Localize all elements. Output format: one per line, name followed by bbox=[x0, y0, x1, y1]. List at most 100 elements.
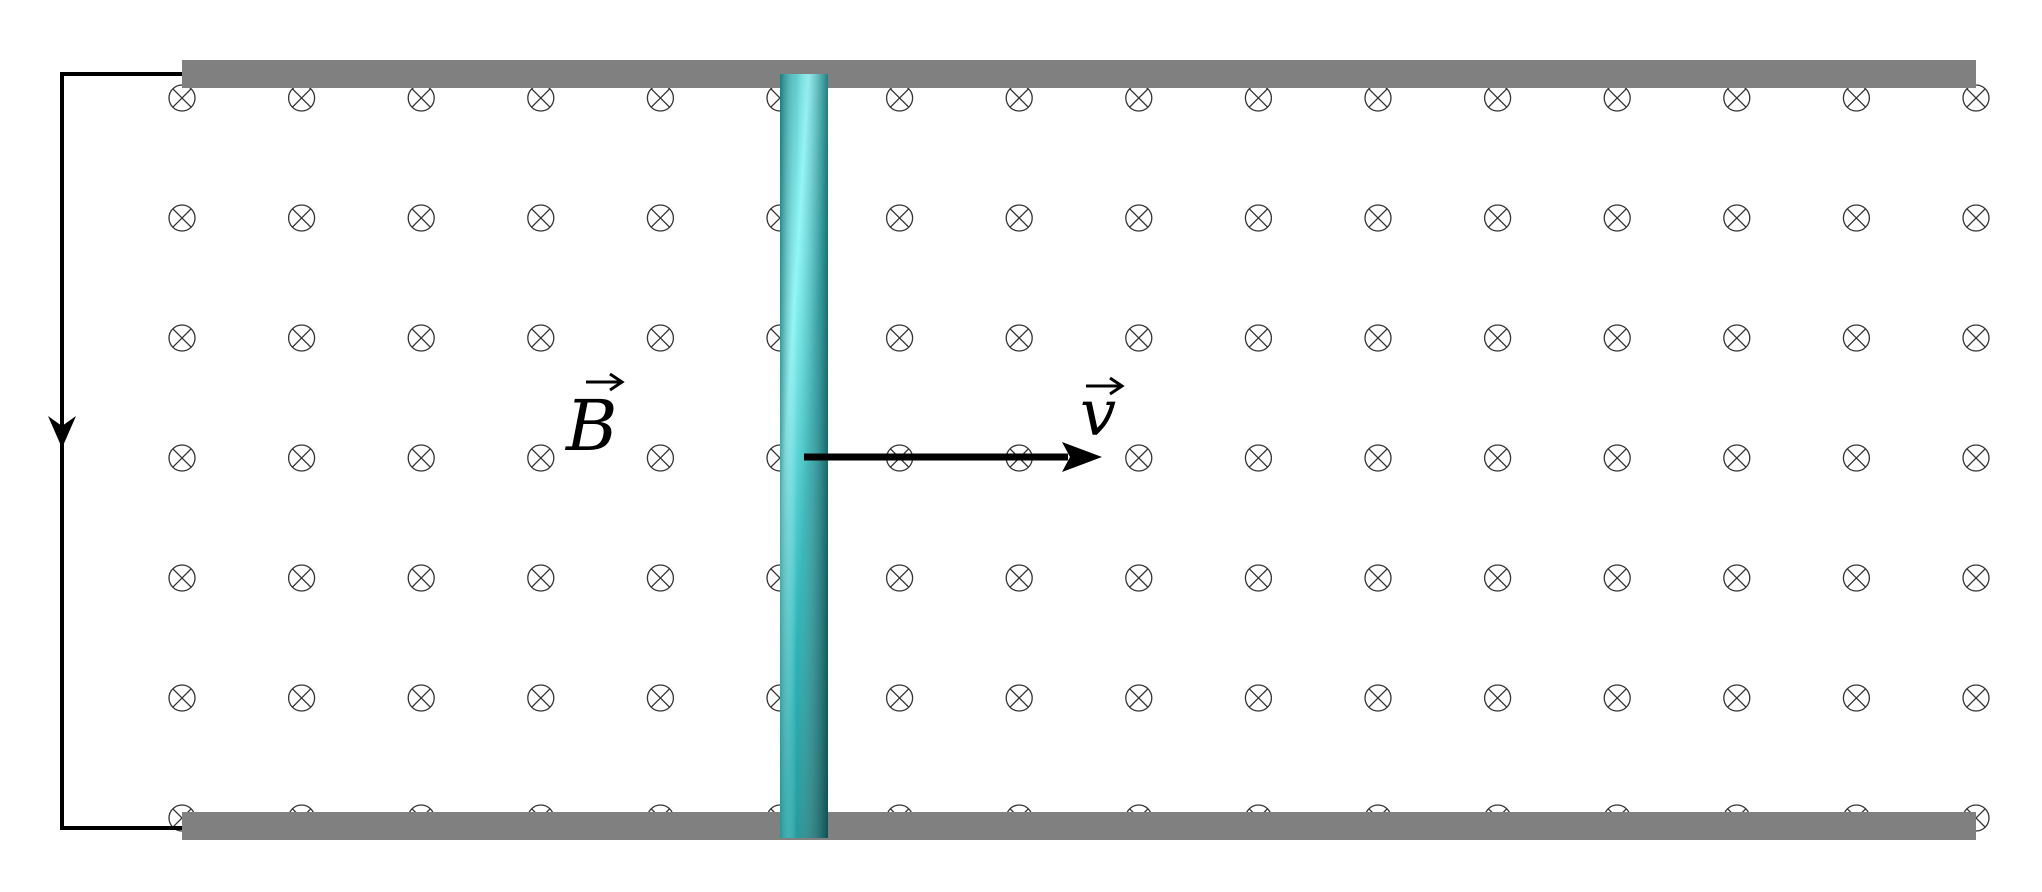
field-into-page-icon bbox=[407, 204, 435, 232]
field-into-page-icon bbox=[1244, 564, 1273, 592]
field-label: B bbox=[564, 385, 617, 467]
field-into-page-icon bbox=[1364, 564, 1392, 592]
field-into-page-icon bbox=[1244, 84, 1273, 112]
field-into-page-icon bbox=[1483, 564, 1512, 592]
field-into-page-icon bbox=[1723, 564, 1751, 592]
field-into-page-icon bbox=[1723, 324, 1751, 352]
field-into-page-icon bbox=[1723, 444, 1751, 472]
field-into-page-icon bbox=[1125, 444, 1153, 472]
field-into-page-icon bbox=[1125, 564, 1153, 592]
field-into-page-icon bbox=[527, 564, 555, 592]
velocity-label: v bbox=[1080, 377, 1116, 451]
field-into-page-icon bbox=[1005, 324, 1033, 352]
field-into-page-icon bbox=[1483, 324, 1512, 352]
field-into-page-icon bbox=[1842, 444, 1871, 472]
field-into-page-icon bbox=[168, 564, 196, 592]
field-into-page-icon bbox=[1005, 684, 1033, 712]
bottom-rail bbox=[182, 812, 1976, 840]
field-into-page-icon bbox=[1962, 684, 1990, 712]
field-into-page-icon bbox=[527, 204, 555, 232]
velocity-arrowhead-icon bbox=[1062, 442, 1102, 472]
field-into-page-icon bbox=[1962, 84, 1990, 112]
field-into-page-icon bbox=[885, 84, 914, 112]
field-into-page-icon bbox=[1364, 324, 1392, 352]
field-into-page-icon bbox=[1962, 564, 1990, 592]
field-into-page-icon bbox=[407, 684, 435, 712]
field-into-page-icon bbox=[1483, 444, 1512, 472]
field-into-page-icon bbox=[1842, 324, 1871, 352]
velocity-vector bbox=[804, 442, 1102, 472]
field-into-page-icon bbox=[1962, 324, 1990, 352]
field-into-page-icon bbox=[527, 324, 555, 352]
field-into-page-icon bbox=[1125, 84, 1153, 112]
field-into-page-icon bbox=[1483, 204, 1512, 232]
field-into-page-icon bbox=[1244, 444, 1273, 472]
velocity-label-group: v bbox=[1080, 376, 1125, 451]
field-into-page-icon bbox=[1842, 204, 1871, 232]
field-into-page-icon bbox=[168, 84, 196, 112]
field-into-page-icon bbox=[1364, 684, 1392, 712]
field-into-page-icon bbox=[1842, 84, 1871, 112]
field-into-page-icon bbox=[1364, 204, 1392, 232]
field-into-page-icon bbox=[1483, 684, 1512, 712]
field-into-page-icon bbox=[1603, 84, 1631, 112]
field-into-page-icon bbox=[1244, 684, 1273, 712]
field-into-page-icon bbox=[1603, 564, 1631, 592]
field-into-page-icon bbox=[1244, 204, 1273, 232]
top-rail bbox=[182, 60, 1976, 88]
current-direction-arrow-icon bbox=[48, 416, 76, 448]
field-into-page-icon bbox=[1603, 684, 1631, 712]
field-into-page-icon bbox=[646, 444, 675, 472]
field-vector-arrow-icon bbox=[586, 372, 625, 392]
field-into-page-icon bbox=[527, 84, 555, 112]
return-wire bbox=[48, 72, 182, 830]
field-into-page-icon bbox=[407, 324, 435, 352]
field-into-page-icon bbox=[1244, 324, 1273, 352]
field-into-page-icon bbox=[1005, 204, 1033, 232]
field-into-page-icon bbox=[1723, 84, 1751, 112]
field-into-page-icon bbox=[1125, 684, 1153, 712]
velocity-vector-arrow-icon bbox=[1086, 376, 1125, 396]
field-into-page-icon bbox=[168, 684, 196, 712]
field-into-page-icon bbox=[885, 324, 914, 352]
field-into-page-icon bbox=[1603, 204, 1631, 232]
field-into-page-icon bbox=[646, 204, 675, 232]
field-into-page-icon bbox=[1603, 324, 1631, 352]
field-into-page-icon bbox=[1005, 564, 1033, 592]
field-into-page-icon bbox=[1364, 84, 1392, 112]
field-into-page-icon bbox=[287, 204, 316, 232]
field-into-page-icon bbox=[646, 324, 675, 352]
field-into-page-icon bbox=[1125, 204, 1153, 232]
field-into-page-icon bbox=[407, 84, 435, 112]
field-into-page-icon bbox=[527, 684, 555, 712]
field-into-page-icon bbox=[168, 444, 196, 472]
field-into-page-icon bbox=[1962, 204, 1990, 232]
field-into-page-icon bbox=[1005, 84, 1033, 112]
field-into-page-icon bbox=[1962, 444, 1990, 472]
field-into-page-icon bbox=[1125, 324, 1153, 352]
field-into-page-icon bbox=[1364, 444, 1392, 472]
field-into-page-icon bbox=[287, 564, 316, 592]
field-into-page-icon bbox=[407, 444, 435, 472]
field-into-page-icon bbox=[1723, 204, 1751, 232]
field-into-page-icon bbox=[287, 444, 316, 472]
field-into-page-icon bbox=[1842, 564, 1871, 592]
field-into-page-icon bbox=[1842, 684, 1871, 712]
field-into-page-icon bbox=[885, 204, 914, 232]
field-into-page-icon bbox=[168, 204, 196, 232]
field-into-page-icon bbox=[646, 564, 675, 592]
field-into-page-icon bbox=[646, 684, 675, 712]
field-into-page-icon bbox=[527, 444, 555, 472]
field-into-page-icon bbox=[885, 684, 914, 712]
field-into-page-icon bbox=[287, 684, 316, 712]
field-into-page-icon bbox=[1483, 84, 1512, 112]
field-into-page-icon bbox=[168, 324, 196, 352]
field-label-group: B bbox=[564, 372, 625, 467]
field-into-page-icon bbox=[1603, 444, 1631, 472]
field-into-page-icon bbox=[287, 324, 316, 352]
field-into-page-icon bbox=[407, 564, 435, 592]
field-into-page-icon bbox=[1723, 684, 1751, 712]
field-into-page-icon bbox=[646, 84, 675, 112]
field-into-page-icon bbox=[885, 564, 914, 592]
